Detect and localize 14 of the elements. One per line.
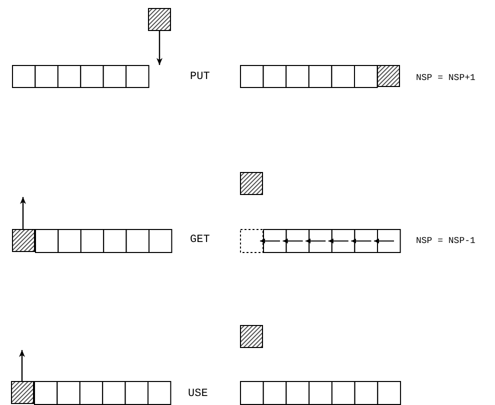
- arrow: [20, 197, 26, 229]
- hatched-block: [240, 172, 263, 195]
- arrow: [156, 31, 162, 65]
- text-label: GET: [190, 235, 210, 246]
- text-label: USE: [188, 389, 208, 400]
- arrow: [19, 350, 25, 381]
- hatched-block: [12, 229, 35, 252]
- text-label: NSP = NSP-1: [416, 237, 476, 246]
- hatched-block: [240, 325, 263, 348]
- hatched-block: [377, 65, 400, 87]
- hatched-block: [11, 381, 34, 404]
- text-label: PUT: [190, 72, 210, 83]
- hatched-block: [148, 8, 171, 31]
- text-label: NSP = NSP+1: [416, 74, 476, 83]
